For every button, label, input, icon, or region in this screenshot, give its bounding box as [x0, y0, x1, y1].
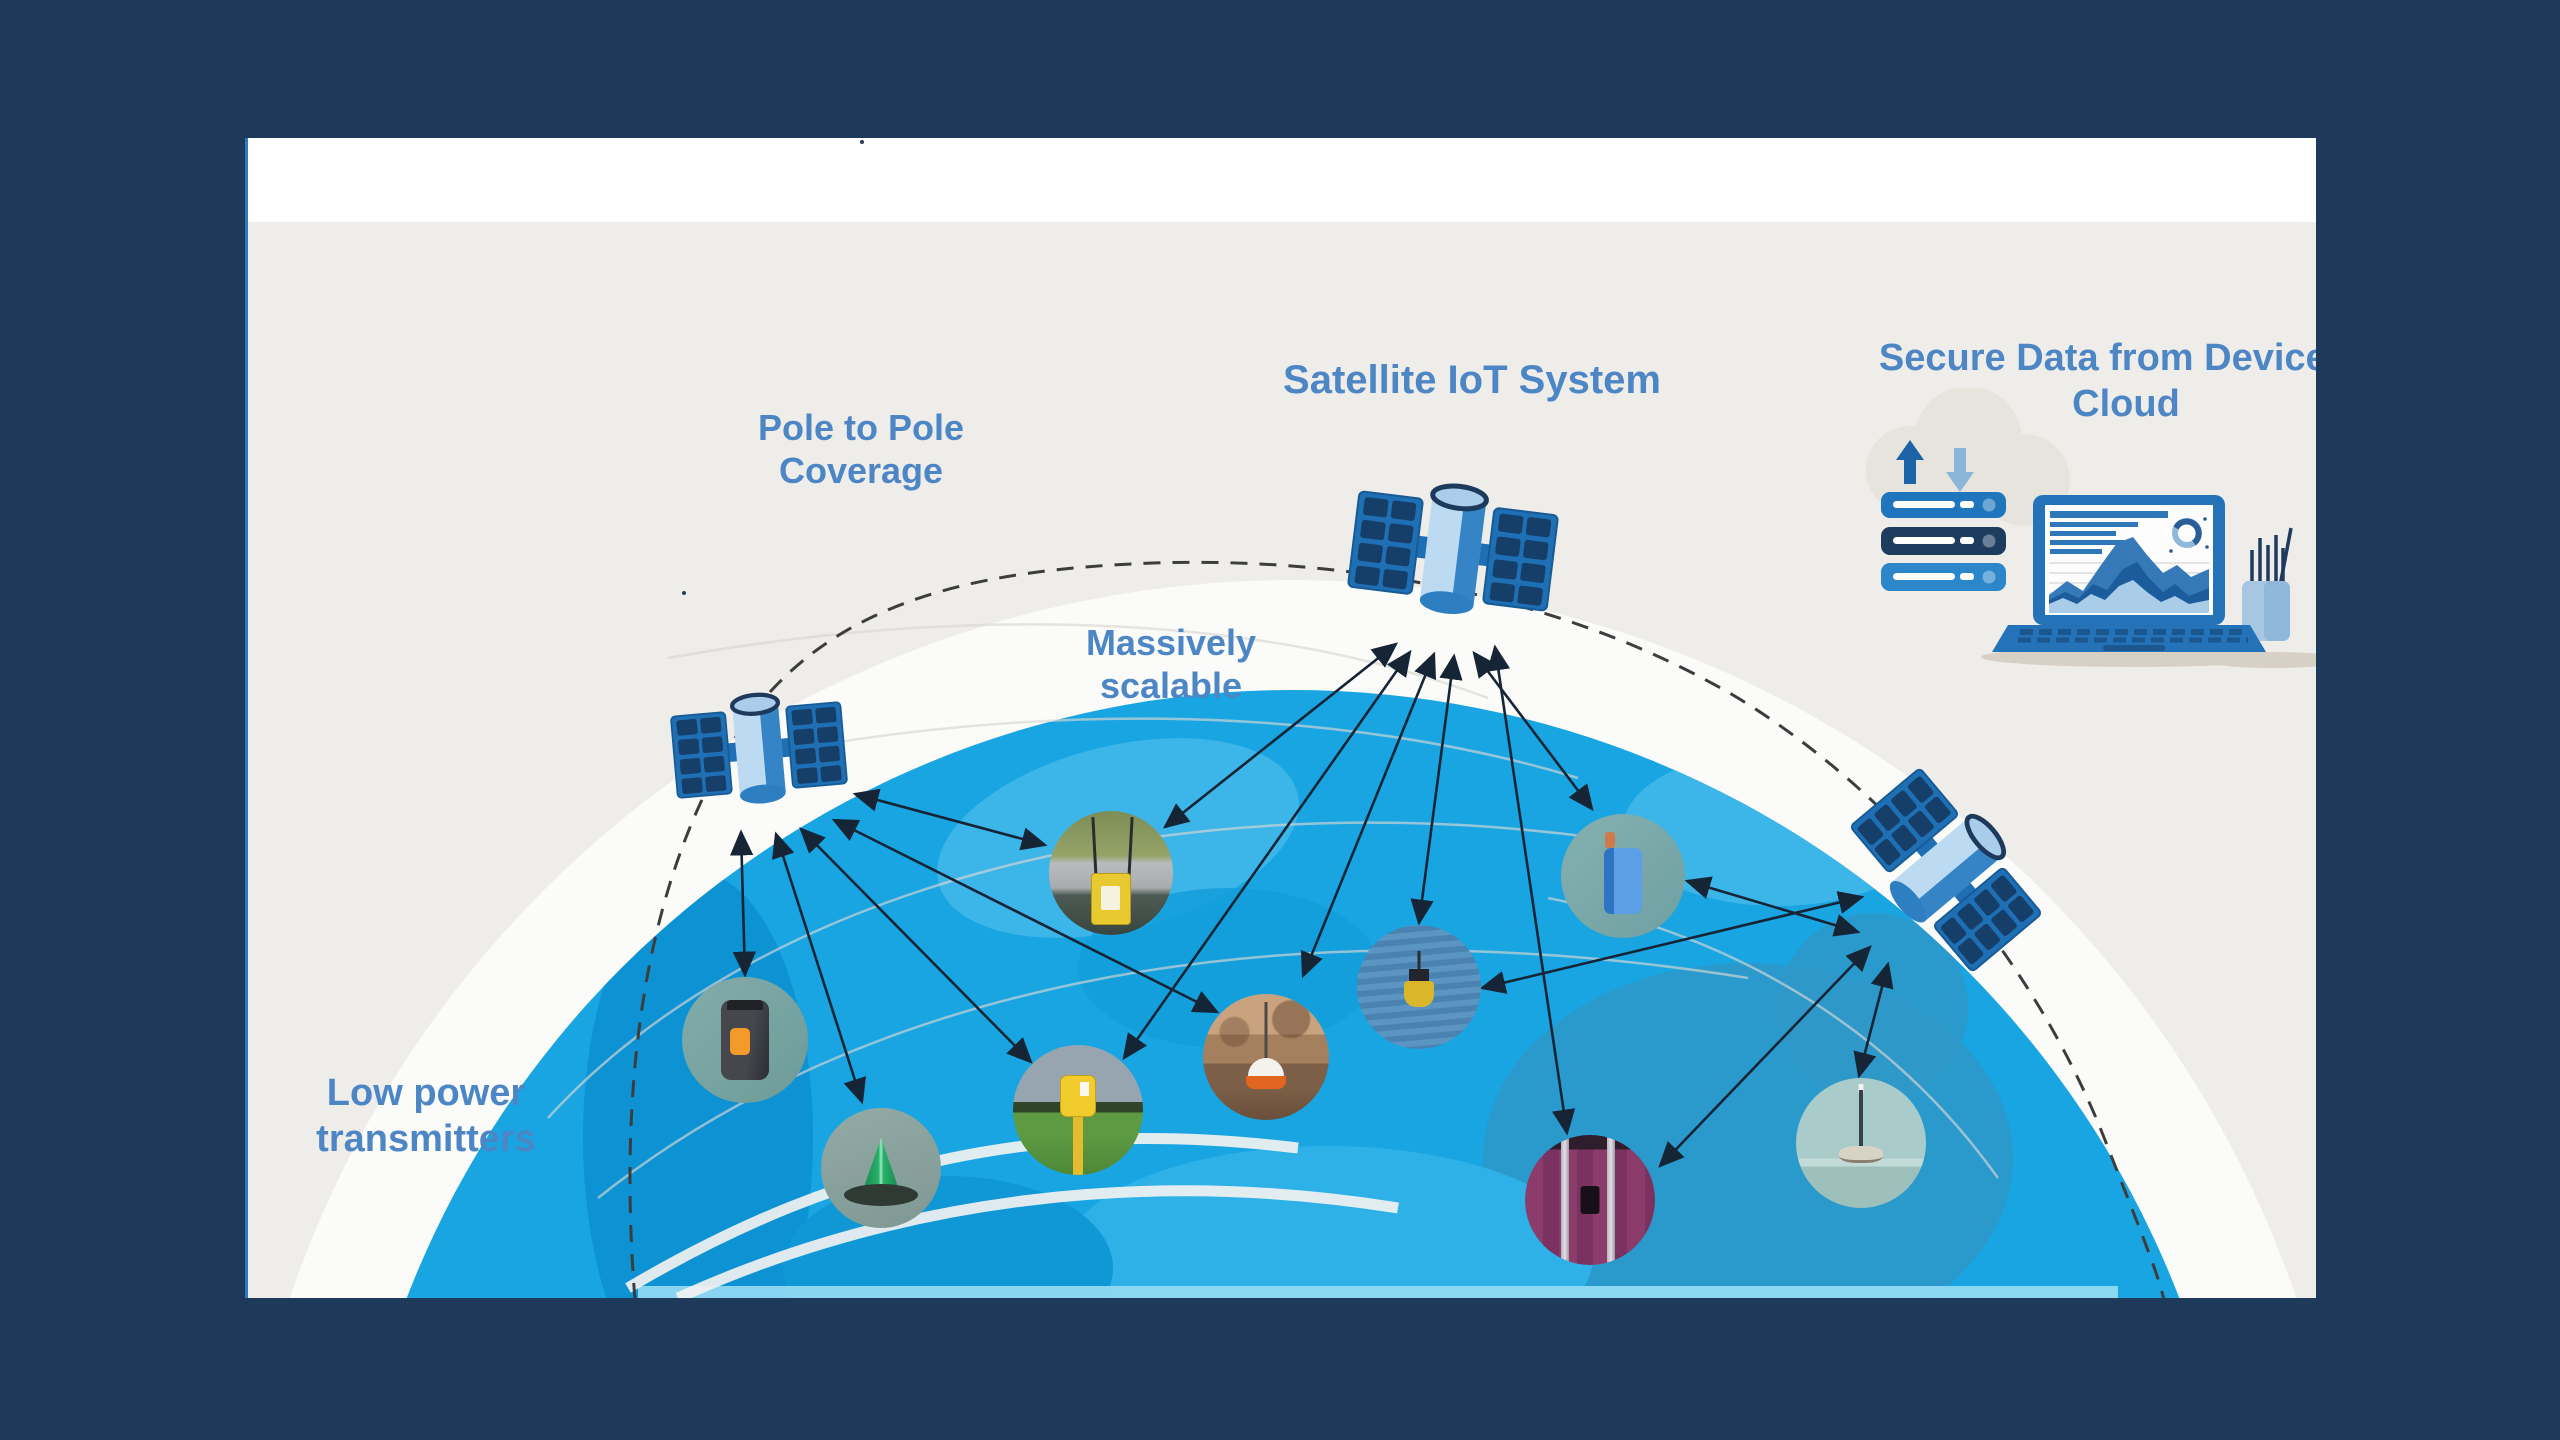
tracker-orange-button — [730, 1028, 750, 1055]
device-photo-sea-buoy — [1357, 925, 1481, 1049]
download-arrow-icon — [1946, 448, 1974, 492]
yellow-gauge-head — [1060, 1075, 1096, 1117]
mast-antenna — [1859, 1090, 1863, 1148]
laptop-dashboard-screen — [2049, 511, 2209, 613]
device-photo-rain-gauge — [1013, 1045, 1143, 1175]
artifact-dot — [860, 140, 864, 144]
area-chart-front — [2049, 580, 2209, 613]
wire-antenna — [1091, 816, 1098, 880]
laptop-touchpad — [2103, 645, 2165, 651]
buoy-dome — [1248, 1058, 1284, 1076]
earth-globe — [406, 690, 2180, 1298]
antenna-stub — [1605, 832, 1615, 848]
device-photo-boat-antenna — [1796, 1078, 1926, 1208]
label-satellite-iot-system: Satellite IoT System — [1283, 358, 1661, 402]
label-pole-to-pole-coverage: Pole to Pole Coverage — [757, 407, 965, 492]
laptop — [1992, 495, 2266, 652]
white-streaks — [625, 1133, 1399, 1298]
server-stack — [1881, 492, 2006, 591]
container-lock-rod — [1561, 1135, 1569, 1265]
artifact-dot — [682, 591, 686, 595]
device-photo-dam-sensor — [1049, 811, 1173, 935]
buoy-mast — [1417, 951, 1421, 971]
buoy-orange-band — [1246, 1076, 1286, 1089]
device-photo-ground-buoy — [1203, 994, 1329, 1120]
label-massively-scalable: Massively scalable — [1085, 622, 1257, 707]
globe-bottom-glow — [638, 1286, 2118, 1298]
label-secure-data-to-cloud: Secure Data from Device to Cloud — [1878, 337, 2316, 425]
top-white-band — [248, 138, 2316, 222]
wire-antenna — [1127, 816, 1134, 880]
device-photo-antenna-board — [821, 1108, 941, 1228]
label-low-power-transmitters: Low power transmitters — [316, 1072, 536, 1160]
device-photo-container — [1525, 1135, 1655, 1265]
circuit-board — [844, 1184, 918, 1206]
blue-box-body — [1604, 848, 1642, 914]
container-lock-rod — [1607, 1135, 1615, 1265]
small-hull — [1839, 1146, 1883, 1163]
yellow-buoy-body — [1404, 981, 1434, 1007]
asset-tracker-device — [721, 1000, 769, 1080]
gauge-post — [1073, 1115, 1083, 1175]
buoy-rod — [1264, 1002, 1268, 1060]
device-photo-asset-tracker — [682, 977, 808, 1103]
diagram-panel: Pole to Pole Coverage Satellite IoT Syst… — [245, 138, 2316, 1298]
device-photo-blue-transmitter — [1561, 814, 1685, 938]
buoy-solar-panel — [1409, 969, 1429, 981]
upload-arrow-icon — [1896, 440, 1924, 484]
cup-shadow — [2201, 652, 2316, 668]
container-handle — [1580, 1186, 1600, 1214]
yellow-telemetry-box — [1091, 873, 1131, 925]
satellite-iot-scene — [289, 138, 2297, 1298]
pencil-cup — [2242, 527, 2293, 641]
link-arrows — [729, 642, 1894, 1168]
device-to-cloud-illustration — [1866, 388, 2316, 668]
